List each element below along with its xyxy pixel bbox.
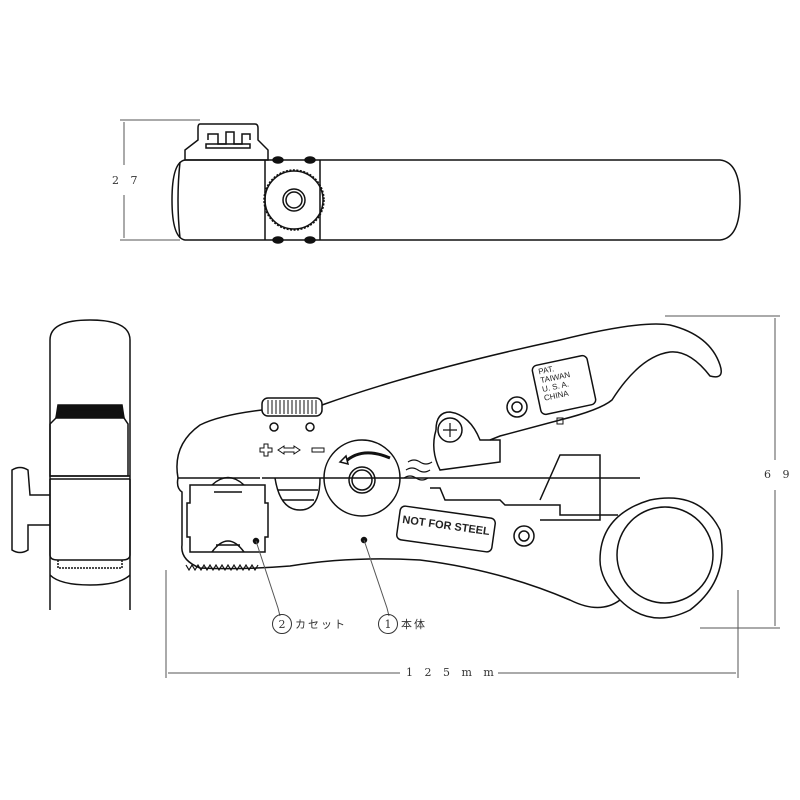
callout-number: 1 [378, 614, 398, 634]
dimension-height-front: 6 9 [764, 468, 794, 481]
dimension-height-top: 2 7 [112, 174, 142, 187]
side-view [11, 319, 131, 610]
dimension-lines [165, 315, 780, 678]
callout-number: 2 [272, 614, 292, 634]
callout-label: カセット [295, 618, 347, 631]
callout-body: 1 本体 [378, 614, 427, 634]
callout-cassette: 2 カセット [272, 614, 347, 634]
top-view [120, 119, 741, 244]
dimension-overall-length: 1 2 5 m m [406, 666, 498, 679]
callout-label: 本体 [401, 618, 427, 631]
front-view [176, 323, 723, 619]
